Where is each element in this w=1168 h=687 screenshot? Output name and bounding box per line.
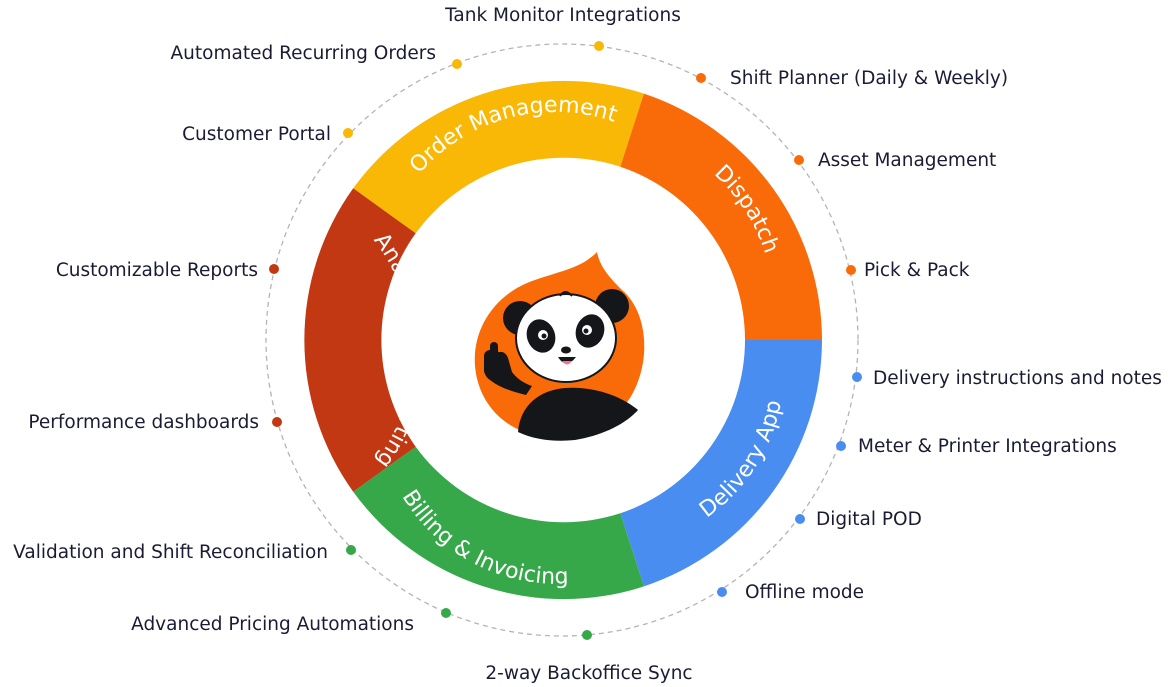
feature-label-recurring-orders: Automated Recurring Orders xyxy=(171,43,436,64)
feature-label-asset-management: Asset Management xyxy=(818,150,996,171)
feature-dot-recurring-orders xyxy=(452,59,462,69)
feature-label-backoffice-sync: 2-way Backoffice Sync xyxy=(485,663,692,684)
feature-dot-backoffice-sync xyxy=(582,630,592,640)
feature-dot-performance-dashboards xyxy=(272,417,282,427)
feature-label-digital-pod: Digital POD xyxy=(816,509,922,530)
feature-label-offline-mode: Offline mode xyxy=(745,582,864,603)
feature-label-delivery-instructions: Delivery instructions and notes xyxy=(873,368,1162,389)
feature-label-meter-printer: Meter & Printer Integrations xyxy=(858,436,1117,457)
feature-label-pricing-automations: Advanced Pricing Automations xyxy=(131,614,414,635)
feature-dot-shift-planner xyxy=(696,73,706,83)
feature-label-customizable-reports: Customizable Reports xyxy=(56,260,258,281)
feature-dot-pricing-automations xyxy=(441,608,451,618)
feature-dot-customizable-reports xyxy=(269,264,279,274)
feature-label-customer-portal: Customer Portal xyxy=(182,124,331,145)
feature-label-shift-planner: Shift Planner (Daily & Weekly) xyxy=(730,68,1008,89)
feature-label-shift-reconciliation: Validation and Shift Reconciliation xyxy=(13,542,328,563)
panda-thumbs-up-icon xyxy=(475,252,645,441)
feature-dot-meter-printer xyxy=(836,441,846,451)
segment-delivery-app xyxy=(620,340,822,586)
feature-dot-shift-reconciliation xyxy=(346,545,356,555)
feature-label-performance-dashboards: Performance dashboards xyxy=(28,412,259,433)
feature-label-tank-monitor: Tank Monitor Integrations xyxy=(444,5,681,26)
feature-dot-tank-monitor xyxy=(594,41,604,51)
feature-dot-pick-pack xyxy=(846,265,856,275)
feature-dot-offline-mode xyxy=(717,587,727,597)
feature-dot-customer-portal xyxy=(343,128,353,138)
feature-dot-delivery-instructions xyxy=(852,372,862,382)
feature-dot-digital-pod xyxy=(795,514,805,524)
segment-dispatch xyxy=(620,94,822,340)
feature-label-pick-pack: Pick & Pack xyxy=(864,260,970,281)
feature-dot-asset-management xyxy=(794,155,804,165)
